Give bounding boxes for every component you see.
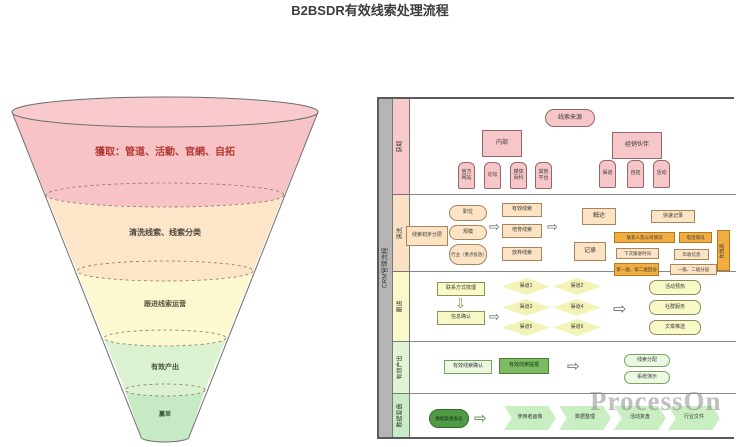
- lane-label-acquisition: 获取: [393, 99, 410, 195]
- call-rounds-node: 第一遍、第二遍回访: [614, 263, 659, 276]
- internal-node: 内部: [482, 130, 522, 157]
- right-arrow-icon: ⇨: [489, 219, 500, 234]
- internal-child-node: 官方网站: [458, 162, 475, 189]
- followup-output-node: 社群服务: [649, 300, 701, 315]
- touch-node: 触达: [582, 208, 616, 225]
- down-arrow-icon: ⇩: [455, 296, 466, 311]
- criteria-node: 行业（重点投放）: [449, 244, 487, 265]
- info-confirm-node: 信息确认: [437, 311, 485, 325]
- lane-label-followup: 跟进: [393, 272, 410, 342]
- output-result-node: 线索分配: [624, 354, 670, 367]
- partner-child-node: 活动: [653, 160, 670, 188]
- partner-node: 经销伙伴: [612, 132, 662, 159]
- funnel-layer-2-label: 清洗线索、线索分类: [129, 228, 201, 238]
- partner-child-node: 渠道: [599, 160, 616, 188]
- channel-diamond: 渠道1: [502, 278, 550, 295]
- funnel-layer-4-label: 有效产出: [151, 363, 179, 371]
- lane-label-review: 数据复盘: [393, 394, 410, 437]
- right-arrow-icon: ⇨: [567, 358, 580, 375]
- review-step-chevron: 使用者画像: [504, 406, 556, 430]
- right-arrow-icon: ⇨: [547, 219, 558, 234]
- funnel-layer-5-label: 赢单: [158, 411, 171, 418]
- internal-child-node: 其他平台: [535, 162, 552, 189]
- funnel-layer-3-label: 跟进线索运营: [144, 301, 186, 309]
- record-node: 记录: [574, 242, 606, 261]
- lead-layering-node: 线索初步分层: [406, 226, 448, 246]
- criteria-node: 职位: [449, 205, 487, 221]
- processon-watermark: ProcessOn: [590, 386, 722, 416]
- lane-label-output: 有效产出: [393, 342, 410, 394]
- channel-diamond: 渠道6: [553, 319, 601, 336]
- phone-info-node: 电话情况: [679, 232, 712, 243]
- crm-frame-bar: CRM管理流程: [379, 99, 393, 437]
- review-step-chevron: 数据整理: [559, 406, 611, 430]
- valid-lead-submit-node: 有效线索提报: [499, 358, 549, 374]
- review-step-chevron: 活动复盘: [614, 406, 666, 430]
- right-arrow-icon: ⇨: [474, 410, 487, 427]
- review-step-chevron: 行业文件: [668, 406, 720, 430]
- followup-output-node: 文章推送: [649, 320, 701, 335]
- next-followup-node: 下次跟进时间: [616, 248, 659, 259]
- channel-diamond: 渠道3: [502, 299, 550, 316]
- funnel-layer-1-label: 獲取：管道、活動、官網、自拓: [95, 147, 235, 159]
- flowchart: CRM管理流程 获取 清洗 跟进 有效产出 数据复盘 线索来源 内部 官方网站 …: [377, 97, 736, 439]
- criteria-node: 规模: [449, 225, 487, 240]
- quick-record-node: 快速记录: [651, 210, 695, 223]
- channel-diamond: 渠道2: [553, 278, 601, 295]
- valid-lead-confirm-node: 有效线索确认: [444, 360, 492, 374]
- contact-sort-node: 联系方式梳理: [437, 282, 485, 296]
- contact-info-node: 联系人及公司情况: [614, 232, 675, 243]
- level-layering-node: 一级、二级分层: [670, 264, 717, 275]
- right-arrow-icon: ⇨: [489, 309, 500, 324]
- crm-frame-label: CRM管理流程: [381, 247, 389, 289]
- output-result-node: 系统演示: [624, 371, 670, 384]
- internal-child-node: 论坛: [484, 162, 501, 189]
- lead-class-node: 培育线索: [502, 224, 542, 238]
- internal-child-node: 媒体百科: [510, 162, 527, 189]
- review-meeting-node: 数据复盘会议: [429, 409, 469, 428]
- partner-child-node: 自拓: [627, 160, 644, 188]
- lead-class-node: 放弃线索: [502, 247, 542, 261]
- funnel-graphic: [11, 96, 319, 443]
- page-title: B2BSDR有效线索处理流程: [291, 3, 449, 18]
- channel-diamond: 渠道5: [502, 319, 550, 336]
- online-table-node: 在线表: [717, 230, 730, 271]
- right-arrow-icon: ⇨: [613, 301, 627, 318]
- lead-class-node: 有效线索: [502, 203, 542, 217]
- channel-diamond: 渠道4: [553, 299, 601, 316]
- lead-source-node: 线索来源: [545, 109, 595, 127]
- revenue-info-node: 年收信息: [674, 249, 709, 260]
- followup-output-node: 活动预热: [649, 280, 701, 295]
